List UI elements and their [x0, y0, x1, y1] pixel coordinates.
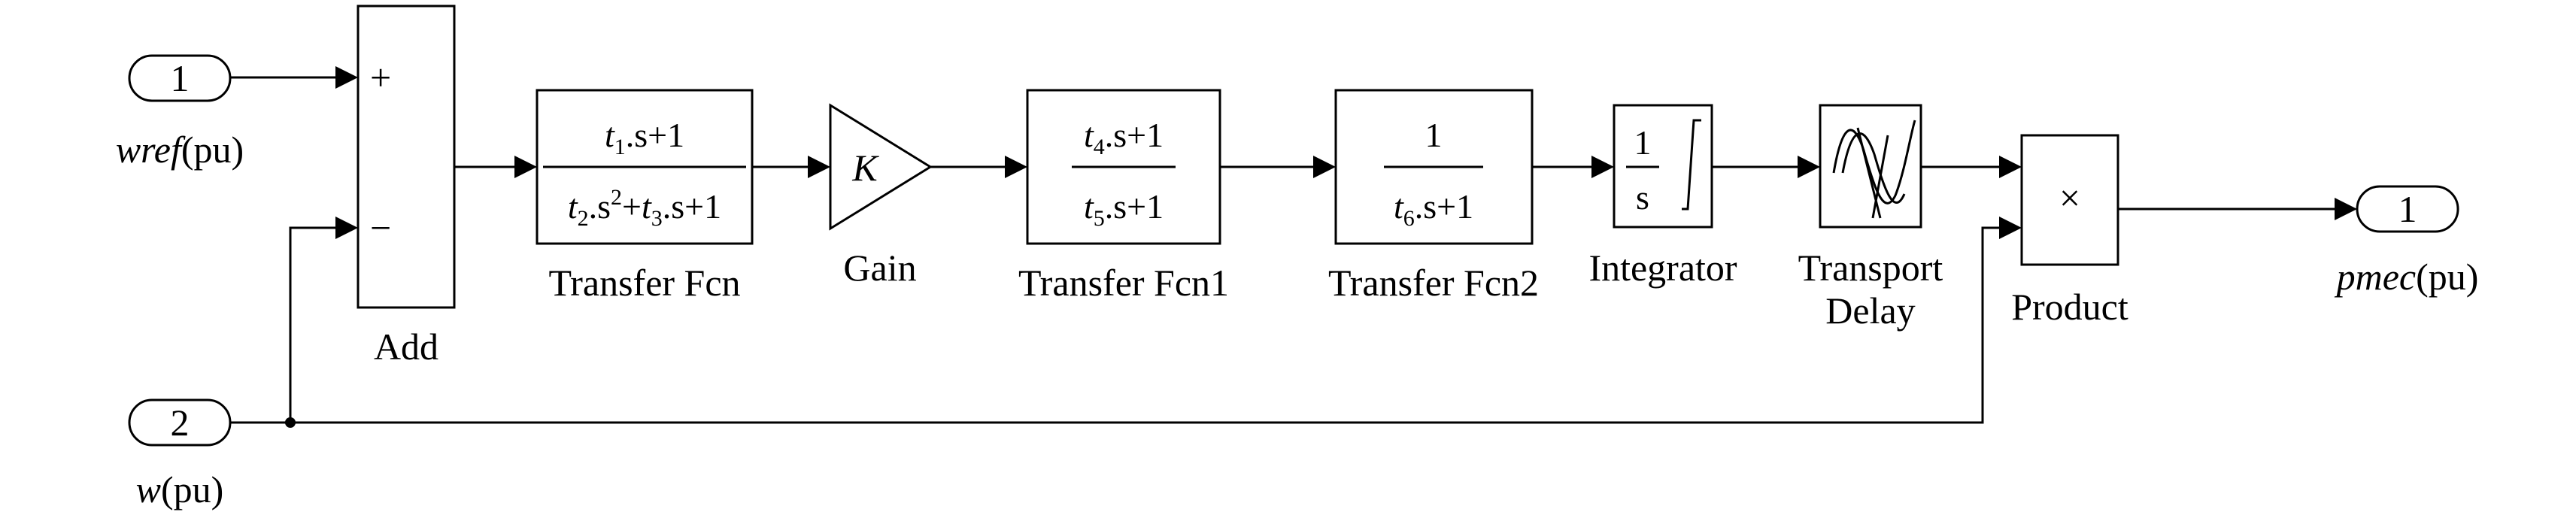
product-symbol: ×: [2059, 177, 2080, 219]
transfer-fcn1-numerator: t4.s+1: [1084, 116, 1164, 159]
transfer-fcn2-denominator: t6.s+1: [1394, 187, 1473, 231]
transfer-fcn-label: Transfer Fcn: [548, 262, 740, 304]
inport-1-name: wref(pu): [116, 129, 244, 171]
delay-waveform-icon: [1832, 120, 1916, 219]
integrator-block[interactable]: 1 s Integrator: [1588, 104, 1737, 289]
gain-symbol: K: [851, 147, 879, 189]
transfer-fcn1-block[interactable]: t4.s+1 t5.s+1 Transfer Fcn1: [1018, 89, 1229, 304]
inport-2[interactable]: 2 w(pu): [128, 398, 232, 510]
arrow-product-out1: [2335, 198, 2357, 220]
outport-1-number: 1: [2399, 188, 2417, 230]
transfer-fcn-block[interactable]: t1.s+1 t2.s2+t3.s+1 Transfer Fcn: [536, 89, 754, 304]
arrow-add-tf1: [514, 156, 537, 178]
inport-2-shape[interactable]: [128, 398, 232, 447]
integrator-numerator: 1: [1634, 123, 1652, 162]
arrow-delay-product: [1999, 156, 2022, 178]
product-block[interactable]: × Product: [2011, 134, 2128, 328]
add-shape[interactable]: [357, 5, 456, 309]
transfer-fcn-denominator: t2.s2+t3.s+1: [568, 185, 721, 231]
outport-1[interactable]: 1 pmec(pu): [2335, 185, 2479, 298]
inport-1-number: 1: [171, 57, 190, 99]
arrow-in2-product: [1999, 217, 2022, 239]
inport-2-name: w(pu): [136, 468, 224, 510]
arrow-in2-add: [335, 217, 358, 239]
transfer-fcn1-label: Transfer Fcn1: [1018, 262, 1229, 304]
inport-1-shape[interactable]: [128, 54, 232, 102]
transfer-fcn2-numerator: 1: [1425, 116, 1443, 154]
arrow-tf3-integrator: [1591, 156, 1614, 178]
outport-1-name: pmec(pu): [2335, 256, 2479, 298]
add-block[interactable]: + − Add: [357, 5, 456, 368]
inport-2-number: 2: [171, 401, 190, 444]
add-minus-sign: −: [370, 207, 391, 249]
transfer-fcn2-block[interactable]: 1 t6.s+1 Transfer Fcn2: [1328, 89, 1539, 304]
integrator-denominator: s: [1636, 178, 1649, 217]
product-shape[interactable]: [2020, 134, 2119, 266]
arrow-gain-tf2: [1005, 156, 1027, 178]
gain-label: Gain: [843, 247, 916, 289]
arrow-in1-add: [335, 66, 358, 89]
signal-lines: [230, 66, 2357, 428]
integral-sign-icon: [1682, 119, 1701, 211]
branch-point: [285, 417, 296, 428]
product-label: Product: [2011, 286, 2128, 328]
outport-1-shape[interactable]: [2356, 185, 2459, 233]
transport-delay-label-line1: Transport: [1798, 247, 1943, 289]
transfer-fcn1-denominator: t5.s+1: [1084, 187, 1164, 231]
gain-shape[interactable]: [829, 103, 933, 231]
inport-1[interactable]: 1 wref(pu): [116, 54, 244, 171]
transport-delay-label-line2: Delay: [1825, 289, 1915, 332]
integrator-label: Integrator: [1588, 247, 1737, 289]
transfer-fcn2-label: Transfer Fcn2: [1328, 262, 1539, 304]
add-plus-sign: +: [370, 56, 391, 98]
transfer-fcn-numerator: t1.s+1: [605, 116, 684, 159]
transport-delay-block[interactable]: Transport Delay: [1798, 104, 1943, 332]
arrow-integrator-delay: [1798, 156, 1820, 178]
add-label: Add: [374, 326, 438, 368]
arrow-tf2-tf3: [1313, 156, 1336, 178]
wire-in2-product: [230, 226, 2010, 424]
gain-block[interactable]: K Gain: [829, 103, 933, 289]
arrow-tf1-gain: [808, 156, 830, 178]
wire-in2-add: [289, 226, 346, 423]
